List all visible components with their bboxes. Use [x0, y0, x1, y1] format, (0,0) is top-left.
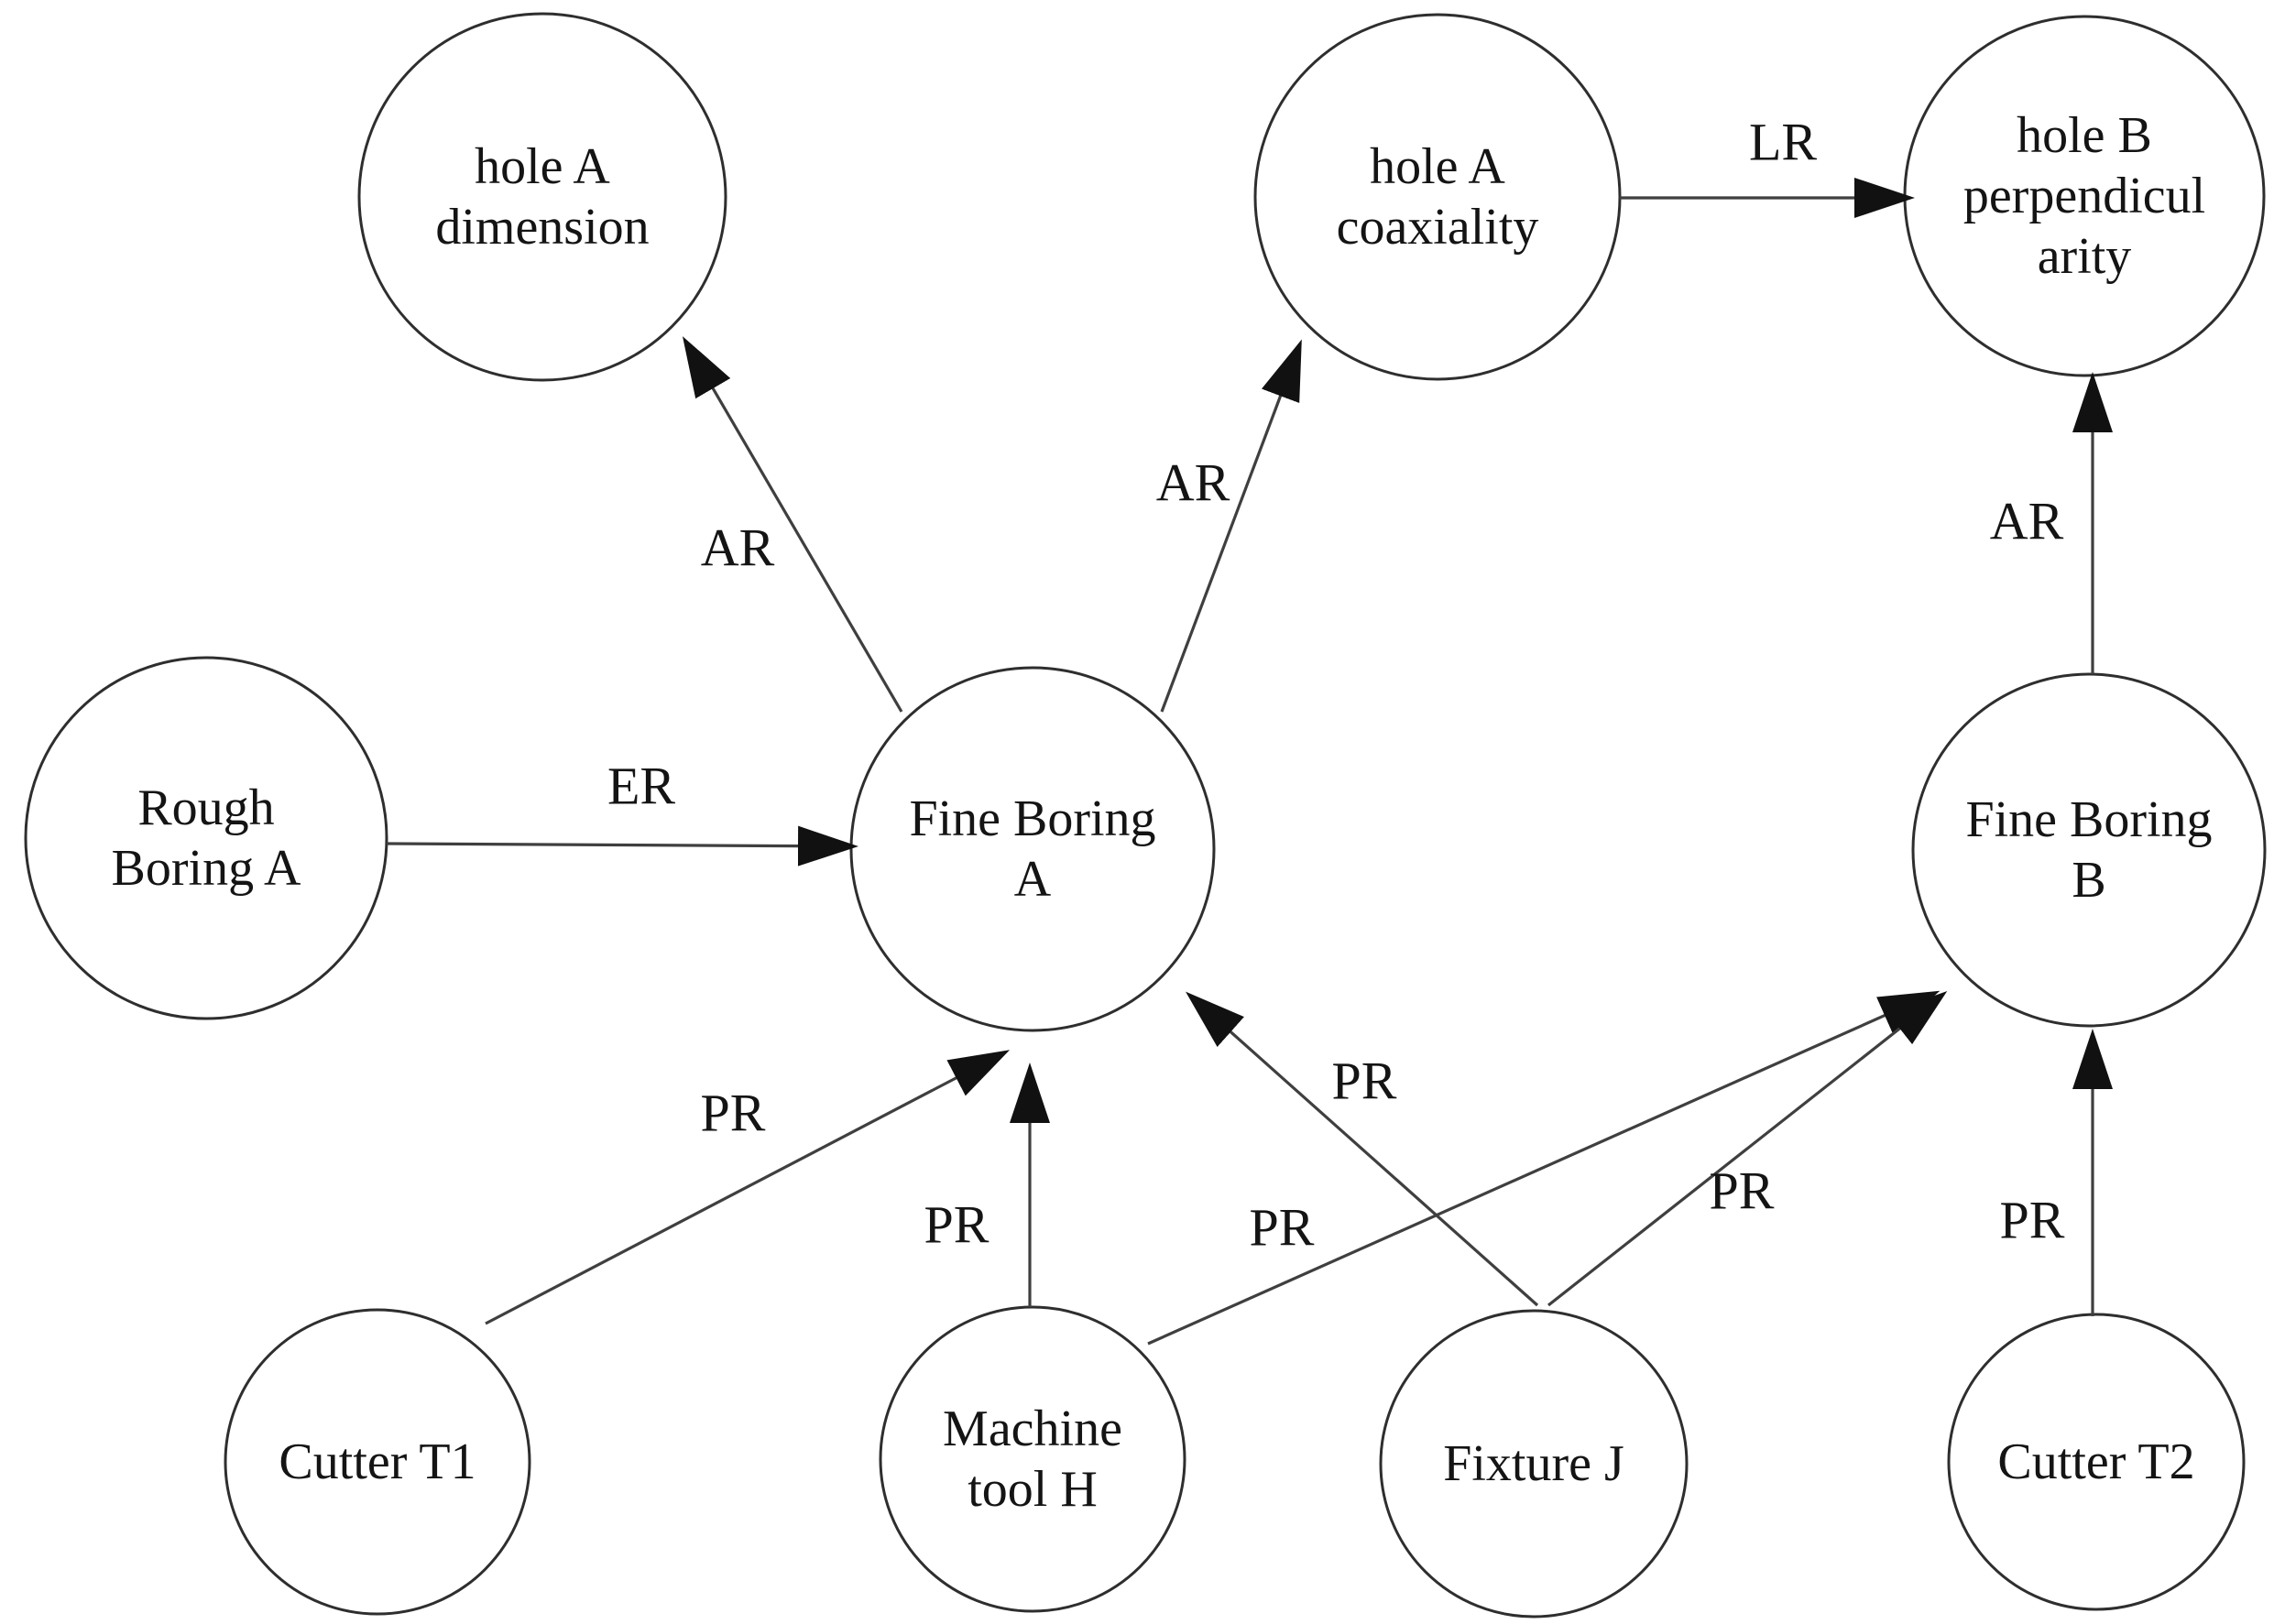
edge-label-fine-boring-a-to-hole-a-coaxiality: AR — [1156, 453, 1230, 513]
edge-rough-boring-a-to-fine-boring-a: ER — [386, 757, 858, 866]
edge-line-fine-boring-a-to-hole-a-coaxiality — [1160, 339, 1302, 713]
node-label-line: Rough — [137, 779, 274, 836]
node-circle-fine-boring-b — [1911, 672, 2267, 1028]
node-label-line: Cutter T2 — [1997, 1433, 2194, 1490]
edge-label-fine-boring-b-to-hole-b-perpendicularity: AR — [1990, 492, 2064, 551]
edge-label-machine-tool-h-to-fine-boring-b: PR — [1250, 1198, 1315, 1258]
node-circle-hole-a-dimension — [357, 12, 727, 382]
node-circle-rough-boring-a — [24, 656, 388, 1020]
node-label-line: hole A — [1370, 138, 1505, 195]
edge-label-fine-boring-a-to-hole-a-dimension: AR — [701, 518, 775, 578]
node-label-line: Boring A — [112, 840, 301, 897]
node-label-cutter-t2: Cutter T2 — [1997, 1433, 2194, 1490]
node-cutter-t1: Cutter T1 — [224, 1308, 531, 1616]
node-label-line: hole A — [475, 138, 610, 195]
node-circle-fixture-j — [1379, 1309, 1689, 1619]
edge-cutter-t1-to-fine-boring-a: PR — [485, 1050, 1011, 1325]
node-circle-fine-boring-a — [849, 666, 1216, 1032]
node-label-line: tool H — [968, 1461, 1098, 1518]
node-label-line: Fixture J — [1443, 1435, 1624, 1492]
edge-fixture-j-to-fine-boring-a: PR — [1186, 991, 1539, 1307]
edge-fine-boring-b-to-hole-b-perpendicularity: AR — [1990, 372, 2113, 674]
node-label-line: arity — [2038, 228, 2132, 285]
node-label-line: perpendicul — [1963, 168, 2205, 224]
node-label-line: B — [2072, 852, 2105, 909]
edge-fine-boring-a-to-hole-a-coaxiality: AR — [1156, 339, 1302, 713]
node-circle-hole-a-coaxiality — [1253, 13, 1622, 381]
edge-cutter-t2-to-fine-boring-b: PR — [2000, 1029, 2113, 1316]
edge-label-rough-boring-a-to-fine-boring-a: ER — [607, 757, 675, 816]
node-circle-machine-tool-h — [879, 1305, 1186, 1613]
edge-line-rough-boring-a-to-fine-boring-a — [386, 825, 858, 866]
edge-line-fixture-j-to-fine-boring-b — [1547, 991, 1948, 1307]
edge-fixture-j-to-fine-boring-b: PR — [1547, 991, 1948, 1307]
node-circle-cutter-t2 — [1947, 1313, 2246, 1611]
node-label-line: Machine — [943, 1401, 1122, 1457]
edge-line-fixture-j-to-fine-boring-a — [1186, 991, 1539, 1307]
node-label-line: dimension — [435, 199, 649, 256]
node-label-cutter-t1: Cutter T1 — [279, 1433, 476, 1490]
node-label-line: Cutter T1 — [279, 1433, 476, 1490]
node-label-line: A — [1014, 851, 1052, 908]
edge-machine-tool-h-to-fine-boring-a: PR — [924, 1063, 1050, 1307]
edges-layer: AR AR LR AR ER PR PR PR PR PR PR — [386, 113, 2113, 1346]
node-label-line: hole B — [2017, 107, 2152, 164]
node-label-line: coaxiality — [1337, 199, 1539, 256]
edge-label-fixture-j-to-fine-boring-b: PR — [1710, 1161, 1775, 1221]
edge-label-fixture-j-to-fine-boring-a: PR — [1332, 1052, 1397, 1111]
edge-line-fine-boring-a-to-hole-a-dimension — [682, 336, 903, 713]
node-label-line: Fine Boring — [909, 790, 1155, 847]
node-label-line: Fine Boring — [1965, 791, 2212, 848]
edge-machine-tool-h-to-fine-boring-b: PR — [1147, 990, 1941, 1346]
edge-line-cutter-t1-to-fine-boring-a — [485, 1050, 1011, 1325]
node-label-fixture-j: Fixture J — [1443, 1435, 1624, 1492]
node-cutter-t2: Cutter T2 — [1947, 1313, 2246, 1611]
node-circle-cutter-t1 — [224, 1308, 531, 1616]
edge-label-machine-tool-h-to-fine-boring-a: PR — [924, 1195, 989, 1255]
edge-label-cutter-t1-to-fine-boring-a: PR — [701, 1084, 766, 1143]
node-fixture-j: Fixture J — [1379, 1309, 1689, 1619]
edge-label-cutter-t2-to-fine-boring-b: PR — [2000, 1191, 2065, 1250]
edge-label-hole-a-coaxiality-to-hole-b-perpendicularity: LR — [1749, 113, 1817, 172]
edge-fine-boring-a-to-hole-a-dimension: AR — [682, 336, 903, 713]
edge-line-machine-tool-h-to-fine-boring-b — [1147, 990, 1941, 1346]
edge-hole-a-coaxiality-to-hole-b-perpendicularity: LR — [1620, 113, 1915, 218]
